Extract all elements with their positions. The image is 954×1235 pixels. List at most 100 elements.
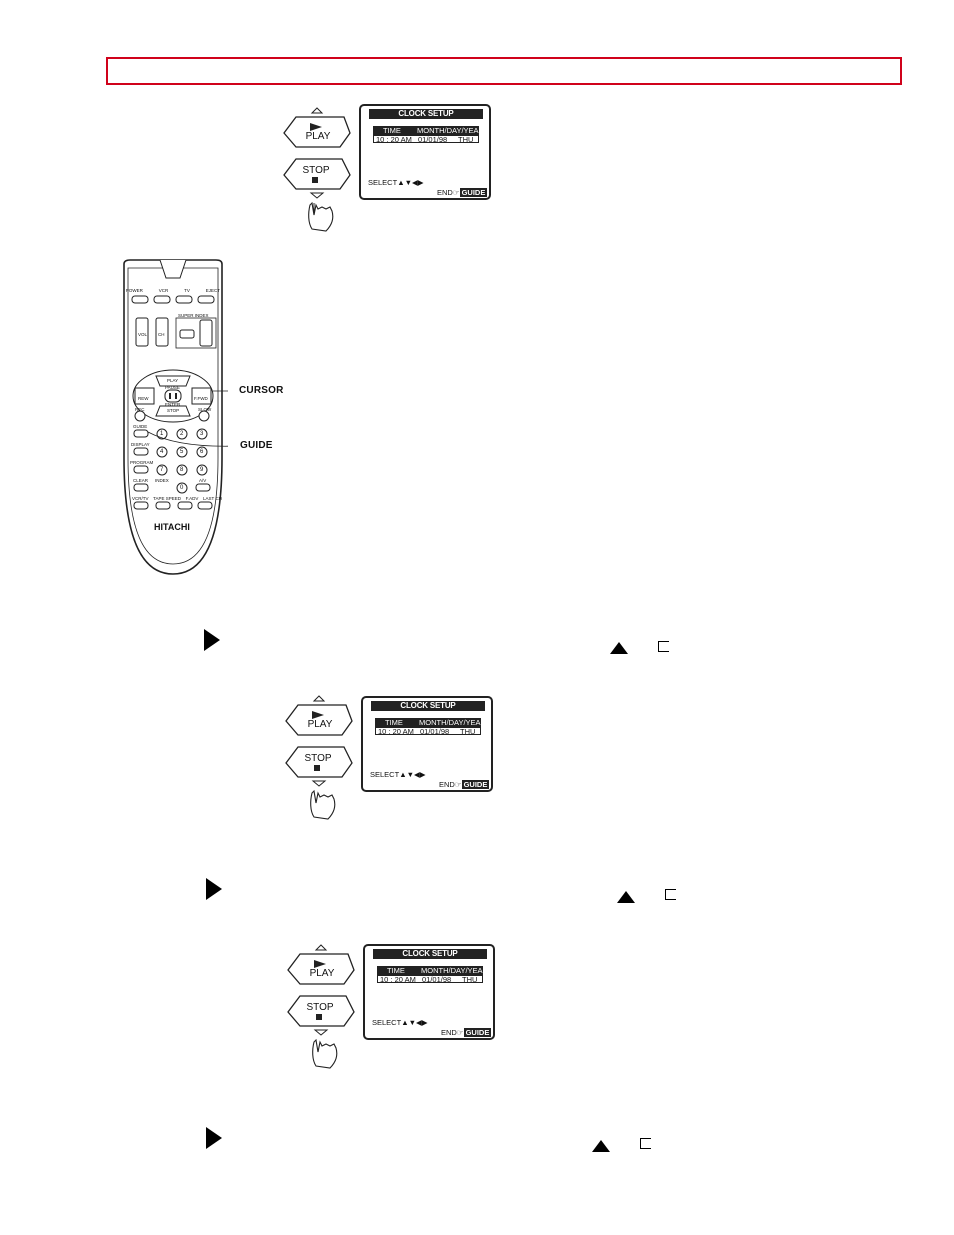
remote-slow-label: SLOW [198,407,212,412]
select-arrows-icon: ▲▼◀▶ [399,770,426,779]
play-label: PLAY [309,968,335,979]
osd-value-row: 10 : 20 AM 01/01/98 THU [377,975,483,983]
play-label: PLAY [305,131,331,142]
up-triangle-icon [610,642,628,654]
osd-guide-label: GUIDE [463,1028,492,1037]
osd-end: END☞GUIDE [441,1028,492,1037]
osd-end: END☞GUIDE [439,780,490,789]
vcr-key-label: VCR [158,288,169,293]
program-key-label: PROGRAM [130,460,154,465]
osd-time: 10 : 20 AM [376,135,412,144]
osd-title: CLOCK SETUP [369,109,483,119]
digit-6: 6 [200,449,204,455]
osd-col-date: MONTH/DAY/YEAR [421,966,488,975]
guide-key-label: GUIDE [133,424,148,429]
clock-setup-screen-3: CLOCK SETUP TIME MONTH/DAY/YEAR 10 : 20 … [363,944,495,1040]
digit-5: 5 [180,449,184,455]
tape-speed-key-label: TAPE SPEED [153,496,182,501]
osd-col-date: MONTH/DAY/YEAR [419,718,486,727]
digit-7: 7 [160,467,164,473]
header-box [106,57,902,85]
digit-1: 1 [160,431,164,437]
stop-square-icon [658,641,669,652]
play-label: PLAY [307,719,333,730]
stop-label: STOP [306,1002,334,1013]
digit-3: 3 [200,431,204,437]
remote-control: POWER VCR TV EJECT VOL CH SUPER INDEX PL… [118,258,239,578]
step-bullet-icon [206,878,222,900]
select-arrows-icon: ▲▼◀▶ [401,1018,428,1027]
osd-day: THU [458,135,474,144]
vol-label: VOL [138,332,148,337]
hand-icon: ☞ [452,188,460,197]
remote-bottom-keys: VCR/TV TAPE SPEED F.ADV LAST CH [132,496,222,501]
av-key-label: A/V [199,478,207,483]
osd-select-label: SELECT [368,178,398,187]
osd-header-row: TIME MONTH/DAY/YEAR [373,126,484,135]
osd-date: 01/01/98 [422,975,452,984]
osd-end-label: END [441,1028,457,1037]
osd-time: 10 : 20 AM [380,975,416,984]
remote-rec-label: REC [135,407,145,412]
vcr-buttons-3: PLAY STOP [286,942,366,1072]
osd-select: SELECT▲▼◀▶ [372,1018,428,1027]
stop-label: STOP [302,165,330,176]
last-ch-key-label: LAST CH [203,496,222,501]
digit-4: 4 [160,449,164,455]
select-arrows-icon: ▲▼◀▶ [397,178,424,187]
osd-col-time: TIME [383,126,401,135]
osd-day: THU [460,727,476,736]
vcr-buttons-2: PLAY STOP [284,693,364,823]
stop-square-icon [665,889,676,900]
eject-key-label: EJECT [205,288,221,293]
remote-pause-label: PAUSE [165,385,180,390]
hand-icon: ☞ [456,1028,464,1037]
power-key-label: POWER [125,288,143,293]
osd-end-label: END [437,188,453,197]
super-index-label: SUPER INDEX [178,313,209,318]
osd-select: SELECT▲▼◀▶ [370,770,426,779]
remote-enter-label: ENTER [165,402,181,407]
fadv-key-label: F.ADV [185,496,199,501]
display-key-label: DISPLAY [131,442,150,447]
digit-8: 8 [180,467,184,473]
stop-square-icon [640,1138,651,1149]
vcr-buttons-1: PLAY STOP [282,105,362,235]
remote-top-keys: POWER VCR TV EJECT [118,288,228,293]
up-triangle-icon [592,1140,610,1152]
osd-select-label: SELECT [370,770,400,779]
step-bullet-icon [204,629,220,651]
digit-9: 9 [200,467,204,473]
osd-value-row: 10 : 20 AM 01/01/98 THU [375,727,481,735]
osd-date: 01/01/98 [420,727,450,736]
remote-brand: HITACHI [154,522,190,532]
index-key-label: INDEX [155,478,169,483]
osd-col-date: MONTH/DAY/YEAR [417,126,484,135]
ch-label: CH [158,332,165,337]
osd-guide-label: GUIDE [459,188,488,197]
osd-end: END☞GUIDE [437,188,488,197]
osd-value-row: 10 : 20 AM 01/01/98 THU [373,135,479,143]
osd-select: SELECT▲▼◀▶ [368,178,424,187]
hand-icon: ☞ [454,780,462,789]
remote-play-label: PLAY [167,378,179,383]
osd-col-time: TIME [385,718,403,727]
osd-time: 10 : 20 AM [378,727,414,736]
callout-cursor: CURSOR [239,385,284,396]
remote-ffwd-label: F.FWD [194,396,208,401]
digit-0: 0 [180,485,184,491]
callout-guide: GUIDE [240,440,273,451]
osd-select-label: SELECT [372,1018,402,1027]
osd-date: 01/01/98 [418,135,448,144]
step-bullet-icon [206,1127,222,1149]
remote-stop-label: STOP [167,408,180,413]
osd-header-row: TIME MONTH/DAY/YEAR [375,718,486,727]
remote-rew-label: REW [138,396,149,401]
clock-setup-screen-1: CLOCK SETUP TIME MONTH/DAY/YEAR 10 : 20 … [359,104,491,200]
stop-label: STOP [304,753,332,764]
osd-guide-label: GUIDE [461,780,490,789]
vcrtv-key-label: VCR/TV [132,496,149,501]
digit-2: 2 [180,431,184,437]
up-triangle-icon [617,891,635,903]
osd-day: THU [462,975,478,984]
